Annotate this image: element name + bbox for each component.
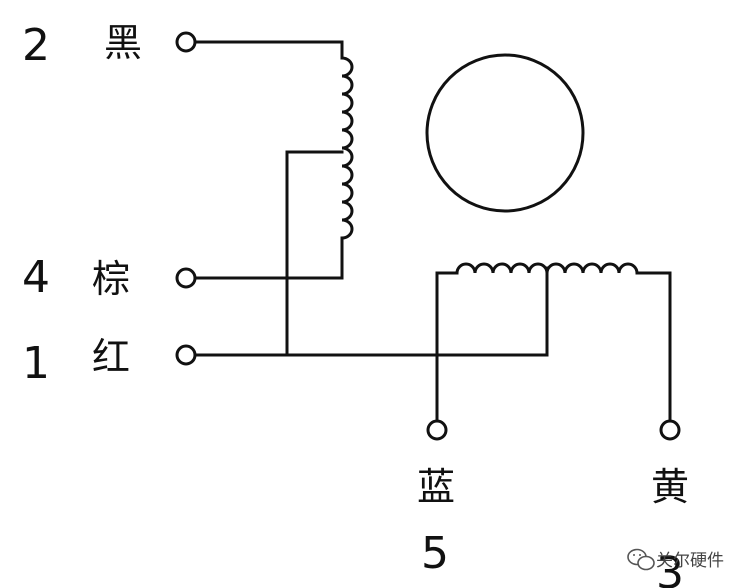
terminal-5-color: 蓝 [417, 465, 455, 509]
wire-terminal-3 [635, 271, 672, 422]
terminal-1 [175, 344, 197, 366]
terminal-2-number: 2 [22, 20, 50, 71]
terminal-3-color: 黄 [651, 465, 689, 509]
terminal-4 [175, 267, 197, 289]
terminal-2 [175, 31, 197, 53]
wire-terminal-2 [193, 40, 344, 60]
wire-terminal-5 [435, 271, 459, 422]
terminal-3 [659, 419, 681, 441]
vertical-coil-center-tap [285, 150, 344, 357]
wechat-icon [627, 548, 655, 571]
watermark-text: 关尔硬件 [656, 551, 724, 571]
terminal-1-number: 1 [22, 338, 50, 389]
wire-terminal-1 [193, 266, 549, 357]
terminal-5 [426, 419, 448, 441]
terminal-4-color: 棕 [92, 257, 130, 301]
wire-terminal-4 [193, 236, 344, 280]
horizontal-coil [455, 262, 639, 275]
rotor-circle [425, 53, 585, 213]
terminal-5-number: 5 [421, 528, 449, 579]
terminal-1-color: 红 [92, 335, 130, 379]
terminal-3-number: 3 [656, 548, 684, 588]
vertical-coil [340, 56, 354, 240]
terminal-2-color: 黑 [104, 21, 142, 65]
terminal-4-number: 4 [22, 252, 50, 303]
watermark: 关尔硬件 [627, 548, 724, 571]
